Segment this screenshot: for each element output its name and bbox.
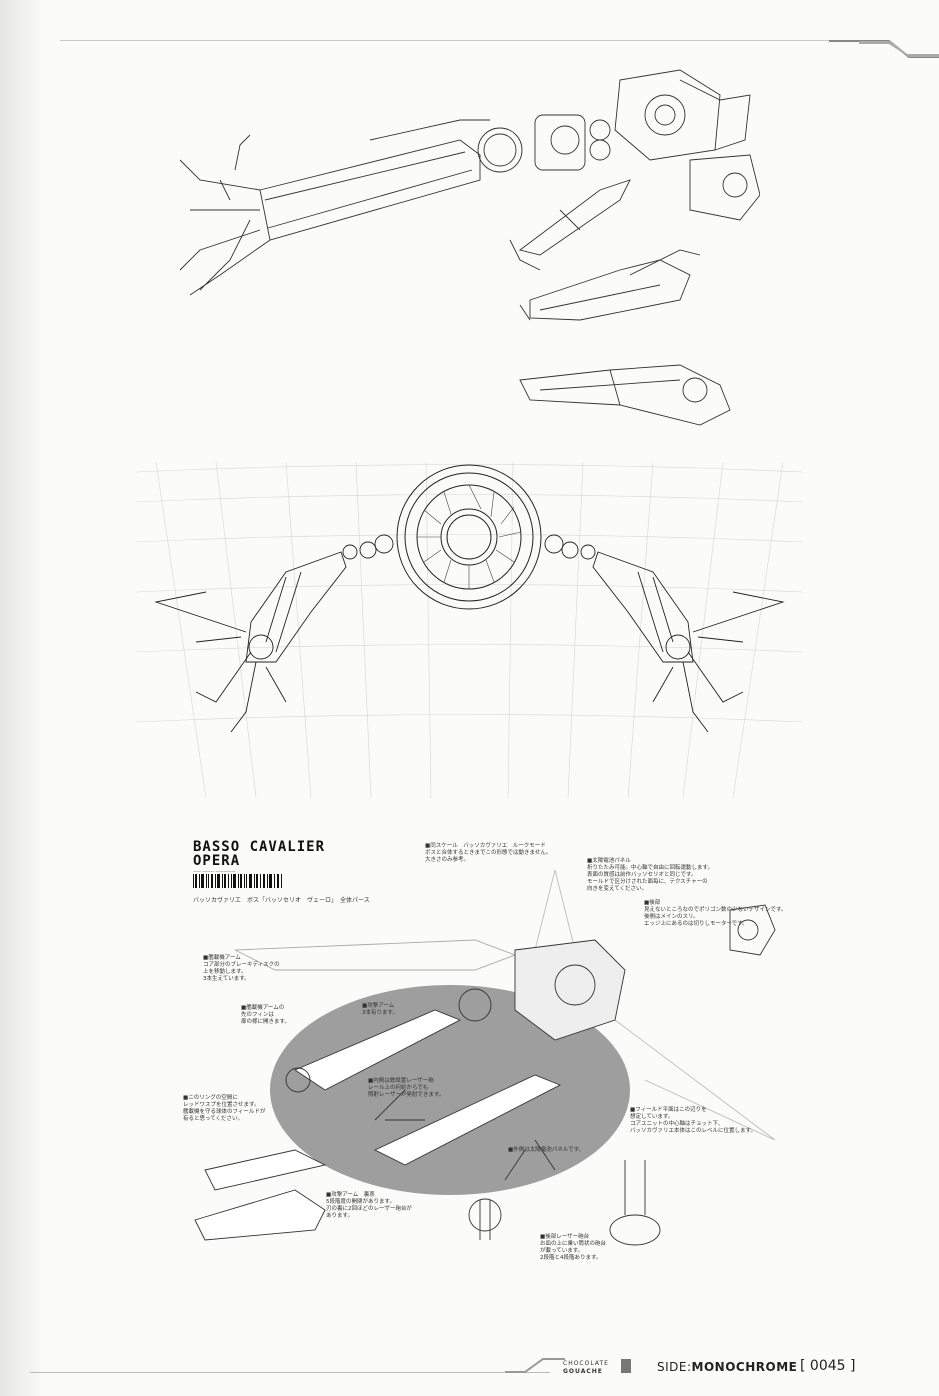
footer-rule (30, 1372, 550, 1373)
brand-line-2: GOUACHE (563, 1368, 603, 1375)
note-rear-laser: ■後部レーザー砲台 お皿の上に乗い筒状の砲台 が載っています。 2段階と4段階あ… (540, 1234, 607, 1261)
note-ring: ■このリングの空間に レッドワスプを位置させます。 艦載機を守る球体のフィールド… (183, 1095, 266, 1122)
note-arm-fin: ■艦載機アームの 先のフィンは 扉の様に開きます。 (241, 1005, 290, 1025)
section-name: MONOCHROME (691, 1360, 798, 1374)
title-line-2: OPERA (193, 853, 241, 869)
section-label: SIDE:MONOCHROME (657, 1360, 797, 1374)
corner-ornament (829, 40, 939, 58)
top-rule (60, 40, 880, 41)
brand-marker (621, 1359, 631, 1373)
note-scale: ■同スケール バッソカヴァリエ ルークモード ボスと合体するときまでこの形態では… (425, 843, 552, 863)
footer-ornament (505, 1358, 565, 1373)
note-field: ■フィールド平面はこの辺りを 想定しています。 コアユニットの中心軸はチョット下… (630, 1107, 756, 1134)
japanese-subtitle: バッソカヴァリエ ボス「バッソセリオ ヴェーロ」 全体パース (193, 897, 370, 904)
page-title: BASSO CAVALIER OPERA (193, 840, 325, 868)
page-gutter (0, 0, 40, 1396)
note-attack-arm: ■攻撃アーム 3本有ります。 (362, 1003, 398, 1016)
note-solar-panel: ■太陽電池パネル 折りたたみ可能。中心軸で自由に回転運動します。 表面の質感は前… (587, 858, 713, 892)
note-outer-solar: ■外側は太陽電池パネルです。 (508, 1147, 585, 1153)
exploded-arm-sketch (179, 69, 760, 426)
note-attack-arm-back: ■攻撃アーム 裏表 5段階度の開閉があります。 刃の裏に2回ほどのレーザー砲台が… (326, 1192, 412, 1219)
note-rear: ■後部 見えないところなのでポリゴン数の少ないデザインです。 後側はメインのスリ… (644, 900, 787, 927)
brand-line-1: CHOCOLATE (563, 1360, 609, 1367)
section-prefix: SIDE: (657, 1360, 692, 1374)
title-caption: —— ——— ————— (193, 869, 236, 874)
page-number: [ 0045 ] (800, 1358, 856, 1374)
annotated-overview-sketch (194, 869, 776, 1246)
note-laser: ■内側は鉄設置レーザー砲 レール上の何処からでも 照射レーザーが発射できます。 (368, 1078, 445, 1098)
perspective-core-sketch (136, 462, 803, 798)
barcode-graphic (193, 874, 282, 888)
title-line-1: BASSO CAVALIER (193, 839, 326, 855)
note-carrier-arm: ■艦載機アーム コア部分のブレーキディスクの 上を移動します。 3本生えています… (203, 955, 280, 982)
